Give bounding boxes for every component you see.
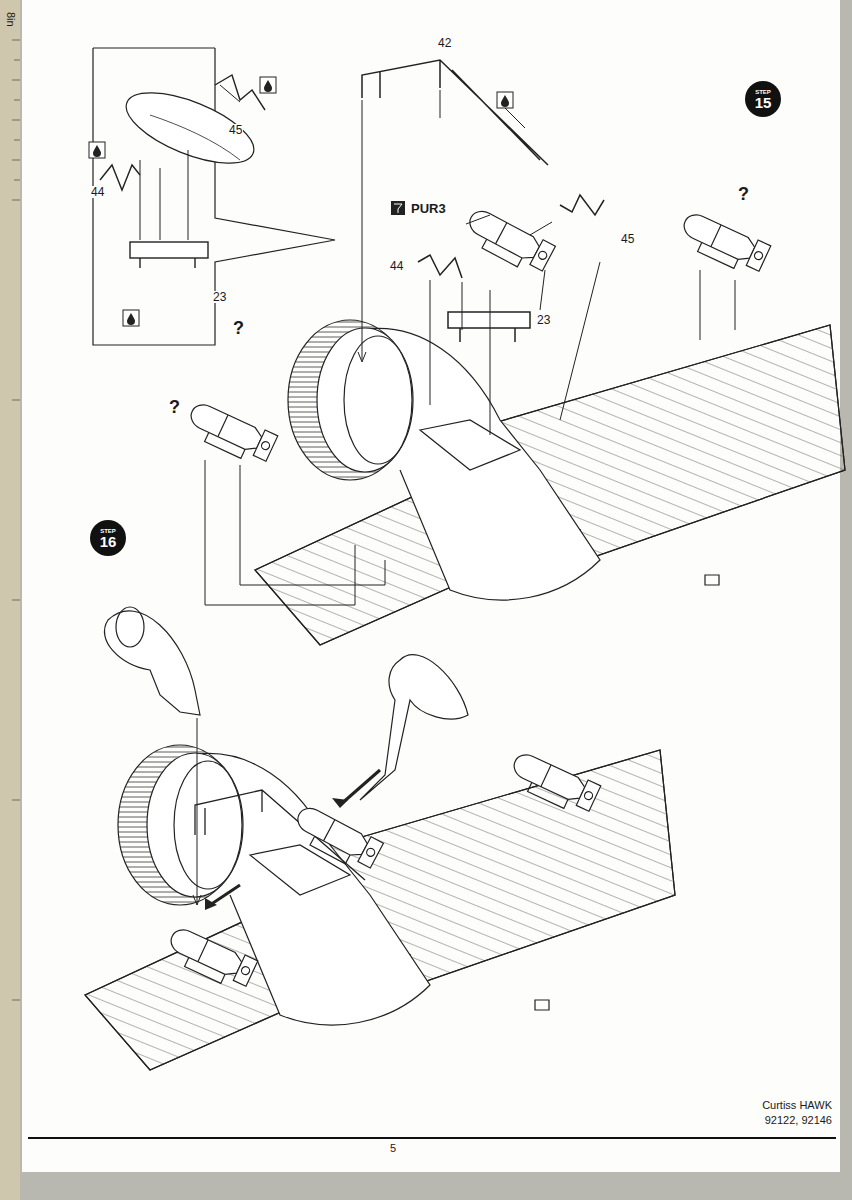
callout-number: 42 [437,37,452,49]
callout-number: 45 [620,233,635,245]
kit-number: 92122, 92146 [765,1115,832,1126]
paint-code: PUR3 [410,202,447,215]
callout-number: 44 [389,260,404,272]
step-badge: STEP15 [745,81,781,117]
callout-number: 45 [228,124,243,136]
callout-number: 44 [90,186,105,198]
step-number: 16 [100,534,117,549]
step-number: 15 [755,95,772,110]
kit-name: Curtiss HAWK [762,1100,832,1111]
page-number: 5 [389,1143,397,1154]
option-mark: ? [232,319,245,337]
ruler-mark: 8in [5,12,16,27]
step-badge: STEP16 [90,520,126,556]
option-mark: ? [737,185,750,203]
callout-number: 23 [536,314,551,326]
callout-number: 23 [212,291,227,303]
option-mark: ? [168,398,181,416]
